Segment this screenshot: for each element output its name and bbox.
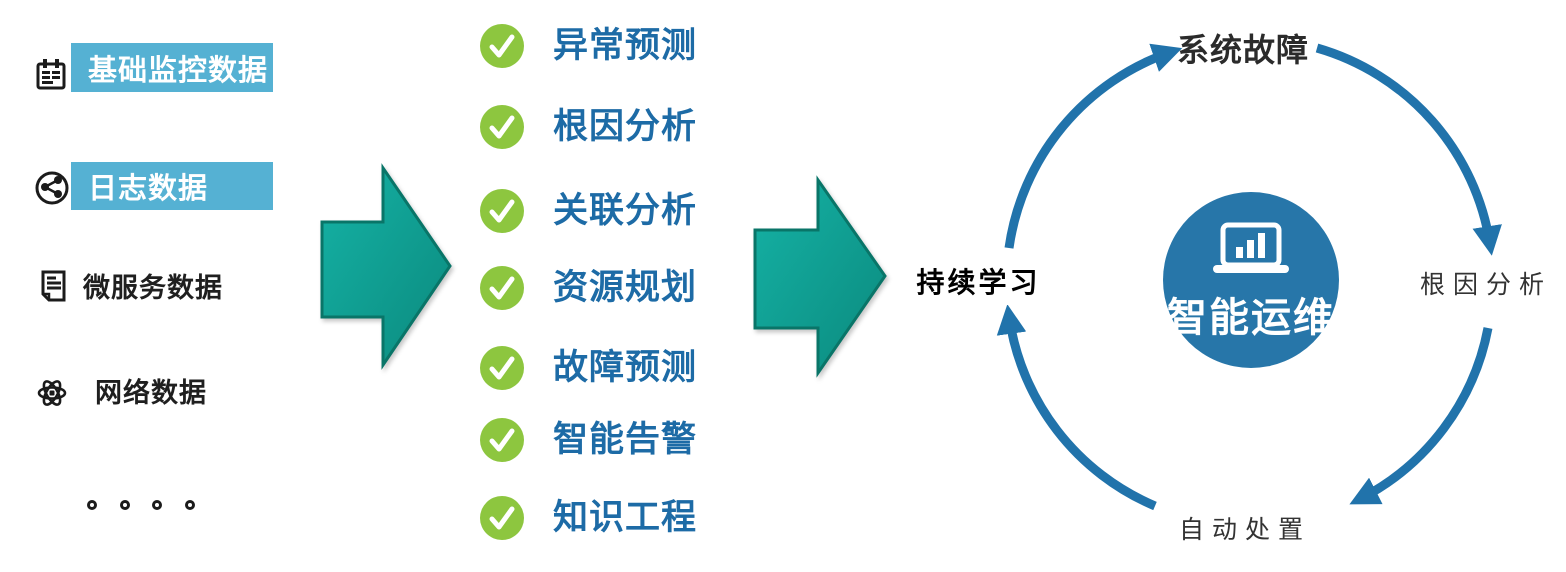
check-icon — [480, 189, 524, 233]
capability-item: 资源规划 — [553, 268, 698, 307]
capability-item: 关联分析 — [553, 191, 698, 230]
arc-top-to-right — [1315, 43, 1502, 256]
continuous-learning-label: 持续学习 — [916, 267, 1041, 298]
arc-left-to-top — [1004, 43, 1183, 249]
ops-cycle-graphic — [996, 43, 1502, 511]
source-item-logs: 日志数据 — [71, 162, 273, 210]
continuous-learning-box: 持续学习 — [895, 257, 1062, 305]
dot — [87, 500, 97, 510]
capability-item: 根因分析 — [553, 107, 698, 146]
dot — [185, 500, 195, 510]
laptop-chart-icon — [1213, 222, 1289, 273]
capability-item: 异常预测 — [553, 26, 698, 65]
flow-arrow-2 — [753, 175, 887, 378]
dot — [152, 500, 162, 510]
cycle-arcs — [996, 43, 1502, 511]
cycle-stage-root-cause: 根因分析 — [1419, 271, 1552, 299]
cycle-stage-auto-remediation: 自动处置 — [1178, 516, 1311, 544]
arc-bottom-to-left — [996, 304, 1157, 511]
atom-icon — [37, 380, 67, 406]
center-circle — [1163, 192, 1339, 368]
check-icon — [480, 105, 524, 149]
check-icon — [480, 266, 524, 310]
source-label: 基础监控数据 — [88, 54, 269, 87]
capability-item: 智能告警 — [553, 420, 698, 459]
cycle-stage-system-fault: 系统故障 — [1176, 32, 1309, 68]
center-circle-label: 智能运维 — [1167, 296, 1335, 340]
dot — [120, 500, 130, 510]
source-label: 日志数据 — [88, 173, 209, 205]
share-network-icon — [35, 171, 69, 205]
arc-right-to-bottom — [1349, 327, 1493, 505]
source-item-microservice: 微服务数据 — [83, 273, 223, 303]
source-item-network: 网络数据 — [95, 378, 207, 408]
capability-item: 知识工程 — [553, 498, 698, 537]
source-item-monitoring: 基础监控数据 — [71, 43, 273, 92]
flow-arrow-1 — [320, 163, 452, 370]
calendar-icon — [36, 59, 66, 90]
check-icon — [480, 24, 524, 68]
check-icon — [480, 346, 524, 390]
document-icon — [41, 270, 66, 302]
capability-item: 故障预测 — [553, 348, 698, 387]
check-icon — [480, 496, 524, 540]
check-icon — [480, 418, 524, 462]
